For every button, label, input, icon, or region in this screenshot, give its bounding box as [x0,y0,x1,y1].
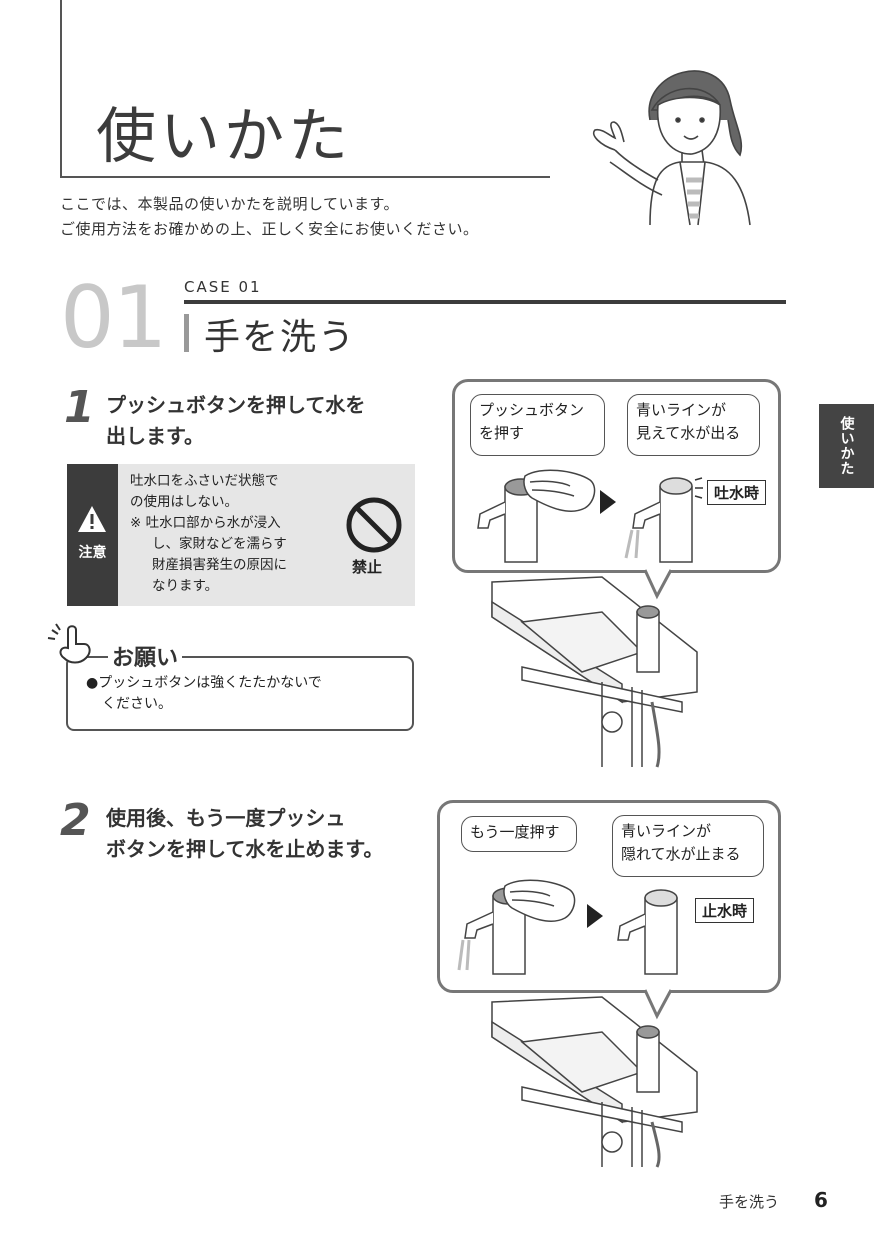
request-line-1: ●プッシュボタンは強くたたかないで [86,675,322,691]
caution-line-1: 吐水口をふさいだ状態で [130,473,279,489]
pointing-hand-icon [47,623,91,664]
step-2-bubble-stop-line-1: 青いラインが [621,822,712,840]
request-line-2: ください。 [102,696,172,712]
caution-box [67,464,415,606]
page-number: 6 [814,1188,828,1212]
case-number: 01 [60,268,167,368]
step-1-text: プッシュボタンを押して水を 出します。 [106,390,426,452]
step-2-text-line-1: 使用後、もう一度プッシュ [106,806,346,830]
step-2-faucet-illustration [457,879,678,975]
caution-line-2: の使用はしない。 [130,494,238,510]
request-text: ●プッシュボタンは強くたたかないで ください。 [86,673,406,715]
case-accent-bar [184,314,189,352]
step-1-bubble-push-line-2: を押す [479,424,525,442]
step-2-bubble-stop-line-2: 隠れて水が止まる [621,845,741,863]
intro-line-2: ご使用方法をお確かめの上、正しく安全にお使いください。 [60,220,479,238]
intro-line-1: ここでは、本製品の使いかたを説明しています。 [60,195,400,213]
step-1-bubble-push-line-1: プッシュボタン [479,401,585,419]
case-rule [184,300,786,304]
request-heading: お願い [108,640,183,672]
prohibit-label: 禁止 [352,558,383,576]
step-1-panel-pointer [643,564,673,600]
step-1-text-line-1: プッシュボタンを押して水を [106,393,366,417]
request-box [66,656,414,731]
step-1-bubble-water-line-1: 青いラインが [636,401,727,419]
step-2-text: 使用後、もう一度プッシュ ボタンを押して水を止めます。 [106,803,436,865]
caution-line-3: ※ 吐水口部から水が浸入 [130,515,281,531]
step-1-bubble-water: 青いラインが 見えて水が出る [627,394,760,456]
step-1-text-line-2: 出します。 [106,424,204,448]
step-1-number: 1 [64,382,95,433]
side-tab-label: 使いかた [838,416,855,476]
step-2-washbasin-illustration [491,996,698,1168]
footer-section-label: 手を洗う [719,1193,780,1211]
case-label: CASE 01 [184,278,262,296]
page-title: 使いかた [96,102,352,172]
prohibited-icon [346,497,402,553]
caution-sidebar: 注意 [67,464,118,606]
warning-icon [78,506,106,532]
title-frame [60,0,550,178]
step-1-faucet-illustration [477,469,703,563]
step-1-bubble-push: プッシュボタン を押す [470,394,605,456]
caution-line-5: 財産損害発生の原因に [152,557,287,573]
caution-line-6: なります。 [152,578,219,594]
step-1-bubble-water-line-2: 見えて水が出る [636,424,741,442]
step-2-bubble-stop: 青いラインが 隠れて水が止まる [612,815,764,877]
side-tab-usage[interactable]: 使いかた [819,404,874,488]
guide-woman-illustration [593,70,751,226]
case-title: 手を洗う [204,317,357,358]
caution-line-4: し、家財などを濡らす [152,536,287,552]
step-2-panel-pointer [643,984,673,1020]
caution-label: 注意 [78,545,107,561]
step-1-tag-dispensing: 吐水時 [707,480,767,505]
step-2-bubble-push-again: もう一度押す [461,816,577,852]
step-1-washbasin-illustration [491,576,698,768]
step-2-number: 2 [60,795,91,846]
caution-text: 吐水口をふさいだ状態で の使用はしない。 ※ 吐水口部から水が浸入 し、家財など… [130,471,330,597]
step-2-text-line-2: ボタンを押して水を止めます。 [106,837,384,861]
step-2-tag-stopped: 止水時 [695,898,755,923]
